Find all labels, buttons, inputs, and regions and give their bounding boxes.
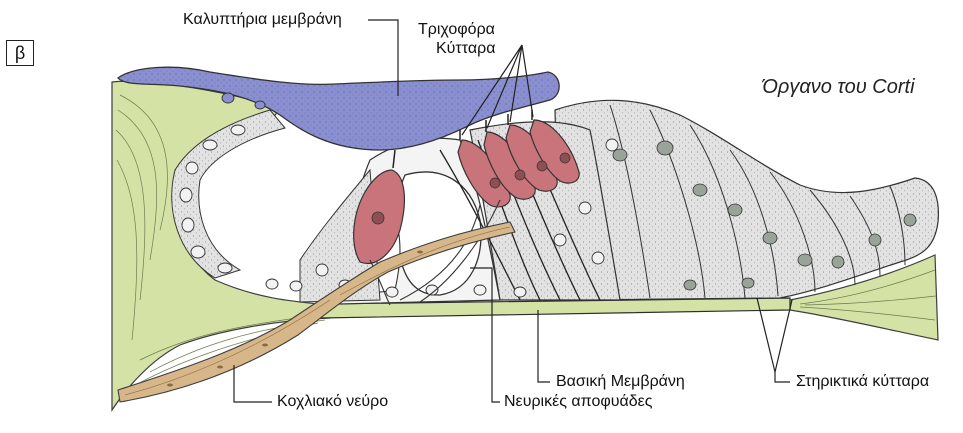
label-hair-cells-line1: Τριχοφόρα [418,21,495,39]
label-basilar-membrane: Βασική Μεμβράνη [556,373,685,391]
diagram-title: Όργανο του Corti [762,76,915,99]
label-cochlear-nerve: Κοχλιακό νεύρο [277,393,388,411]
label-hair-cells-line2: Κύτταρα [436,40,495,58]
label-supporting-cells: Στηρικτικά κύτταρα [796,373,929,391]
label-nerve-fibers: Νευρικές αποφυάδες [504,393,652,411]
label-tectorial-membrane: Καλυπτήρια μεμβράνη [183,11,342,29]
panel-letter: β [6,40,34,66]
